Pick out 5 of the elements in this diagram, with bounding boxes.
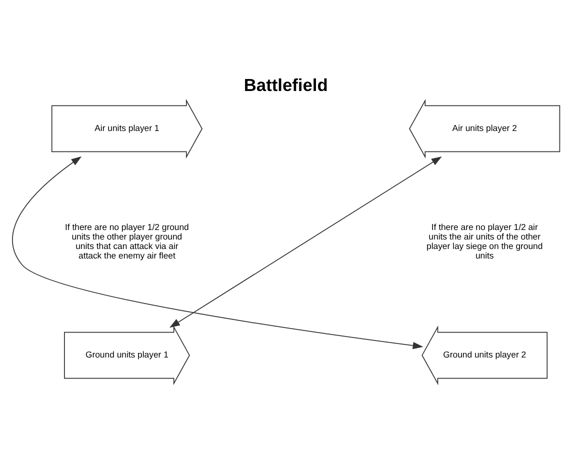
label: If there are no player 1/2 ground units the other player ground units that can attack via air attack the enemy air fleet	[64, 221, 189, 260]
arrow	[12, 156, 424, 349]
label: If there are no player 1/2 air units the air units of the other player lay siege on the ground units	[426, 221, 543, 260]
diagram-title: Battlefield	[244, 74, 328, 94]
arrow	[170, 156, 442, 328]
